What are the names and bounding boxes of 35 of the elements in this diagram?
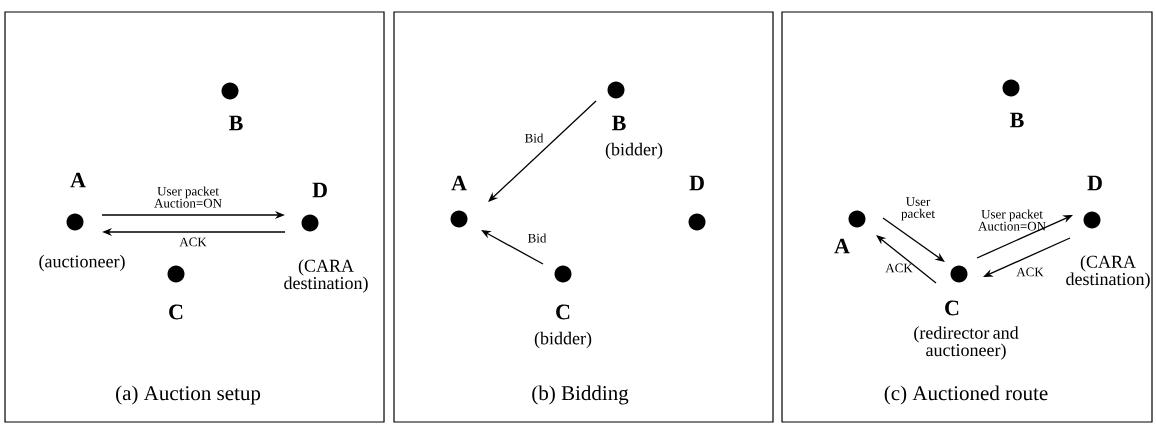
node-letter: D [689, 175, 704, 191]
node-letter: D [1087, 175, 1102, 191]
role-label: (CARA destination) [1066, 255, 1150, 289]
node-letter: B [229, 115, 243, 131]
node-letter: A [70, 172, 86, 188]
node-letter: A [451, 175, 467, 191]
edge-label: User packet [901, 197, 935, 221]
panel-caption: (b) Bidding [532, 385, 629, 405]
edge-label: ACK [1016, 267, 1044, 277]
arrow [488, 100, 597, 202]
node-letter: C [945, 300, 959, 316]
node-letter: B [612, 115, 626, 131]
edge-label: Bid [525, 133, 544, 143]
edge-label: ACK [885, 263, 913, 273]
node-letter: A [834, 238, 850, 254]
role-label: (bidder) [605, 142, 663, 160]
panel-caption: (c) Auctioned route [884, 385, 1048, 405]
arrow [983, 237, 1071, 277]
role-label: (CARA destination) [284, 259, 368, 293]
edge-label: Bid [528, 233, 547, 243]
node-letter: C [556, 304, 570, 320]
arrow [876, 235, 937, 284]
node-letter: B [1010, 112, 1024, 128]
node-letter: C [169, 304, 183, 320]
edge-label: ACK [179, 237, 207, 247]
role-label: (auctioneer) [39, 254, 125, 272]
arrow [976, 215, 1073, 259]
node-letter: D [312, 182, 327, 198]
edge-label: User packet Auction=ON [978, 209, 1046, 231]
role-label: (redirector and auctioneer) [914, 326, 1019, 360]
arrow [882, 217, 945, 262]
role-label: (bidder) [534, 331, 592, 349]
arrow [481, 230, 544, 265]
panel-caption: (a) Auction setup [116, 385, 261, 405]
edge-label: User packet Auction=ON [154, 186, 222, 208]
